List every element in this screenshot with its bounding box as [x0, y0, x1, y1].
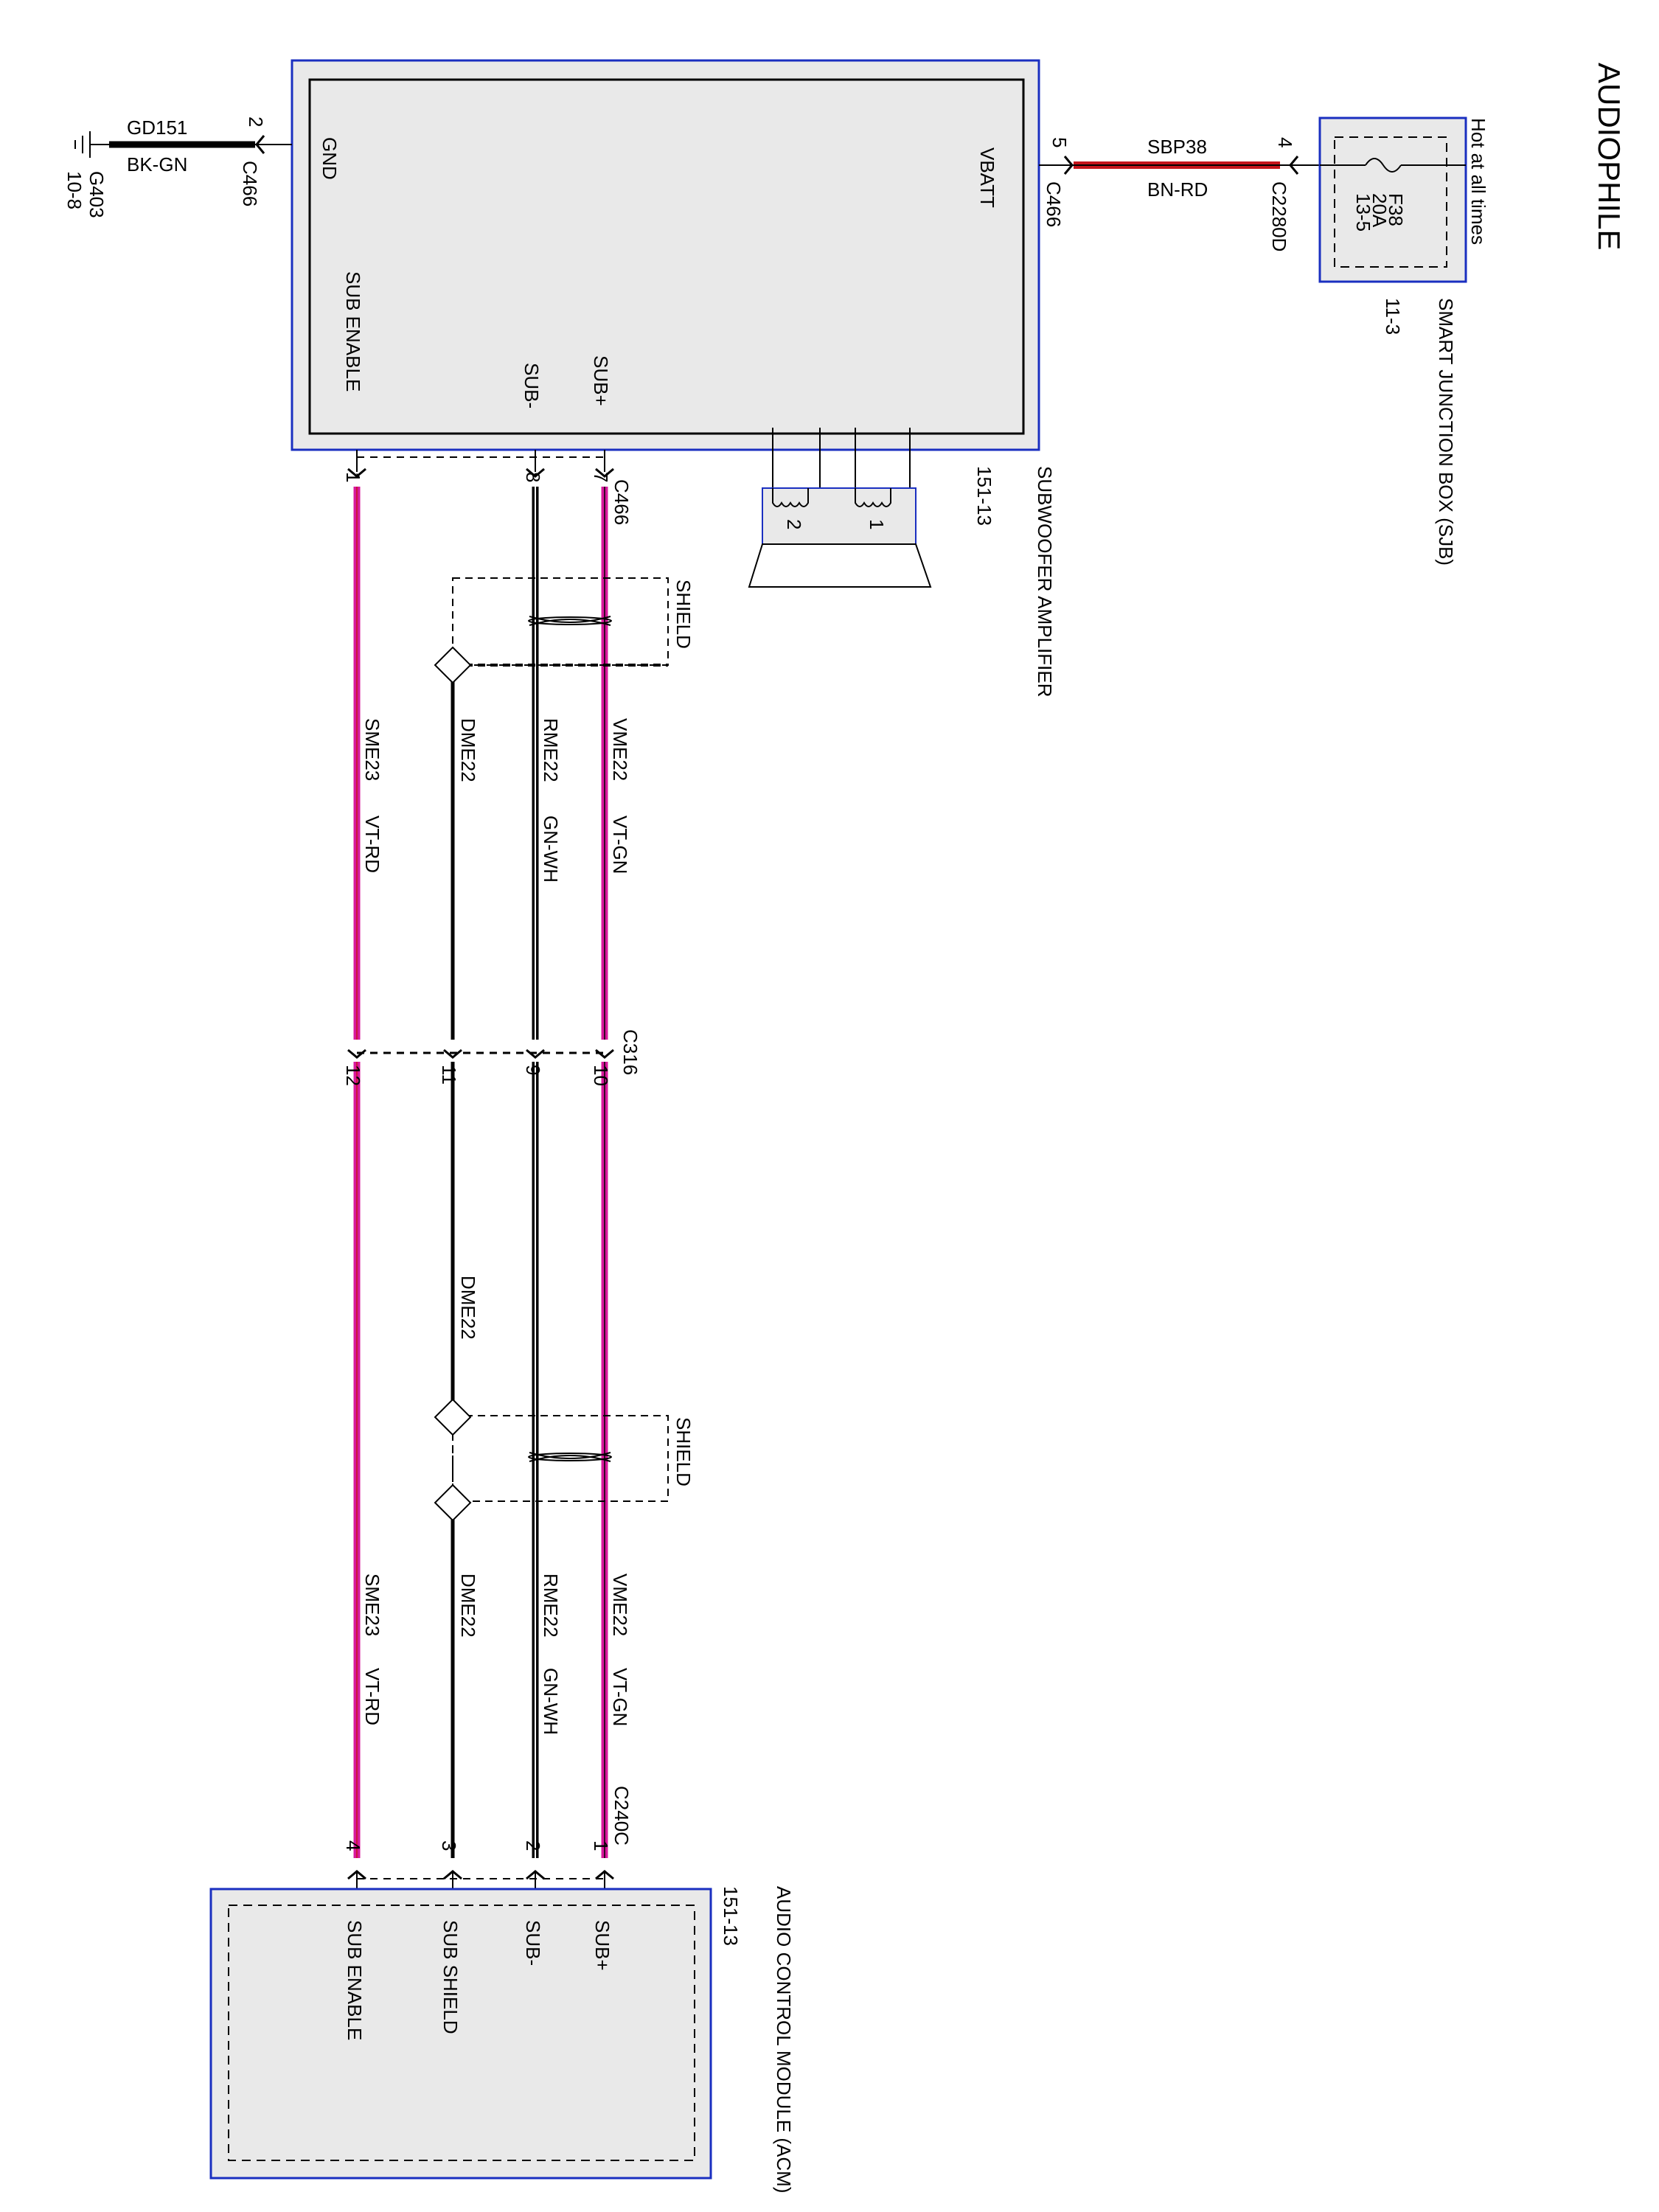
c466-connector-label: C466	[611, 479, 633, 525]
sjb-name-label: SMART JUNCTION BOX (SJB)	[1435, 298, 1457, 566]
power-amp-pin-label: 5	[1048, 137, 1071, 147]
drain-circuit-middle: DME22	[457, 1276, 479, 1340]
sub-minus-amp-terminal	[526, 467, 545, 478]
drain-acm-terminal	[443, 1870, 462, 1880]
acm-pin-sub-shield-label: SUB SHIELD	[439, 1920, 462, 2034]
vbatt-connector-symbol	[1063, 156, 1074, 175]
sub-plus-circuit-lower: VME22	[609, 1573, 631, 1636]
sub-enable-circuit-upper: SME23	[361, 718, 383, 781]
drain-circuit-upper: DME22	[457, 718, 479, 782]
acm-ref-label: 151-13	[720, 1886, 742, 1946]
sub-minus-c316-pin: 9	[522, 1065, 544, 1075]
amp-name: SUBWOOFER AMPLIFIER	[1034, 466, 1056, 698]
amp-ref-label: 151-13	[973, 466, 995, 526]
subwoofer-amplifier-outer-box	[291, 59, 1040, 451]
ground-color-label: BK-GN	[127, 153, 187, 175]
ground-connector-label: C466	[239, 161, 261, 206]
sjb-connector-symbol	[1289, 156, 1299, 175]
amp-pin-vbatt-label: VBATT	[976, 147, 998, 208]
ground-point-label: G403	[86, 171, 108, 218]
sub-plus-color-lower: VT-GN	[609, 1668, 631, 1726]
ground-connector-symbol	[255, 135, 265, 154]
sub-minus-circuit-upper: RME22	[540, 718, 562, 782]
ground-circuit-label: GD151	[127, 116, 187, 139]
sub-enable-amp-terminal	[347, 467, 366, 478]
sjb-fuse-ref-label: 13-5	[1352, 193, 1374, 232]
drain-acm-pin: 3	[438, 1840, 460, 1851]
shield-upper	[434, 577, 669, 684]
sub-enable-circuit-lower: SME23	[361, 1573, 383, 1636]
sub-minus-color-lower: GN-WH	[540, 1668, 562, 1735]
sjb-ref-label: 11-3	[1382, 298, 1404, 335]
sub-enable-color-lower: VT-RD	[361, 1668, 383, 1725]
ground-pin-label: 2	[245, 116, 267, 127]
sub-plus-circuit-upper: VME22	[609, 718, 631, 781]
subwoofer-speaker	[748, 428, 932, 588]
sjb-hot-label: Hot at all times	[1467, 118, 1489, 245]
amp-pin-sub-enable-label: SUB ENABLE	[342, 271, 364, 392]
power-color-label: BN-RD	[1147, 178, 1208, 201]
c240c-connector-label: C240C	[611, 1786, 633, 1846]
sub-minus-color-upper: GN-WH	[540, 815, 562, 883]
ground-symbol	[74, 131, 109, 158]
acm-pin-sub-minus-label: SUB-	[522, 1920, 544, 1966]
speaker-terminal-2: 2	[783, 519, 805, 529]
sub-minus-amp-pin: 8	[522, 472, 544, 482]
sjb-fuse-rating-label: 20A	[1368, 193, 1391, 228]
page-title: AUDIOPHILE	[1592, 63, 1627, 250]
shield-upper-label: SHIELD	[672, 580, 695, 649]
c316-connector-label: C316	[619, 1029, 641, 1075]
drain-c316-pin: 11	[438, 1065, 460, 1085]
sub-plus-amp-pin: 7	[590, 472, 612, 482]
sub-enable-amp-pin: 1	[342, 472, 364, 482]
audio-control-module[interactable]	[209, 1888, 712, 2180]
drain-c316-terminal	[443, 1048, 462, 1059]
sub-minus-circuit-lower: RME22	[540, 1573, 562, 1638]
sub-minus-acm-terminal	[526, 1870, 545, 1880]
fuse-icon	[1365, 158, 1402, 173]
sub-minus-acm-pin: 2	[522, 1840, 544, 1851]
sub-plus-color-upper: VT-GN	[609, 815, 631, 874]
sub-plus-c316-terminal	[595, 1048, 614, 1059]
subwoofer-amplifier-module[interactable]	[291, 59, 1040, 451]
acm-name-label: AUDIO CONTROL MODULE (ACM)	[773, 1886, 795, 2194]
subwoofer-amplifier-inner-box	[308, 78, 1025, 435]
amp-pin-sub-minus-label: SUB-	[521, 363, 543, 408]
sub-enable-c316-terminal	[347, 1048, 366, 1059]
sub-enable-color-upper: VT-RD	[361, 815, 383, 873]
drain-circuit-lower: DME22	[457, 1573, 479, 1638]
sub-plus-acm-terminal	[595, 1870, 614, 1880]
sub-enable-acm-terminal	[347, 1870, 366, 1880]
sub-plus-c316-pin: 10	[590, 1065, 612, 1086]
power-circuit-label: SBP38	[1147, 136, 1207, 158]
power-sjb-connector-label: C2280D	[1268, 181, 1290, 251]
amp-pin-gnd-label: GND	[319, 137, 341, 180]
smart-junction-box[interactable]	[1318, 116, 1467, 283]
sub-plus-amp-terminal	[595, 467, 614, 478]
amp-pin-sub-plus-label: SUB+	[590, 355, 612, 406]
acm-pin-sub-plus-label: SUB+	[591, 1920, 613, 1971]
power-sjb-pin-label: 4	[1274, 137, 1296, 147]
sub-plus-acm-pin: 1	[590, 1840, 612, 1851]
shield-lower	[434, 1398, 669, 1522]
ground-ref-label: 10-8	[63, 171, 86, 209]
sjb-fuse-label: F38	[1385, 193, 1407, 226]
sub-enable-c316-pin: 12	[342, 1065, 364, 1086]
acm-pin-sub-enable-label: SUB ENABLE	[344, 1920, 366, 2040]
speaker-terminal-1: 1	[866, 519, 888, 529]
shield-lower-label: SHIELD	[672, 1417, 695, 1486]
sub-enable-acm-pin: 4	[342, 1840, 364, 1851]
amp-name-label: SUBWOOFER AMPLIFIER	[1034, 466, 1056, 698]
power-amp-connector-label: C466	[1043, 181, 1065, 227]
sub-minus-c316-terminal	[526, 1048, 545, 1059]
